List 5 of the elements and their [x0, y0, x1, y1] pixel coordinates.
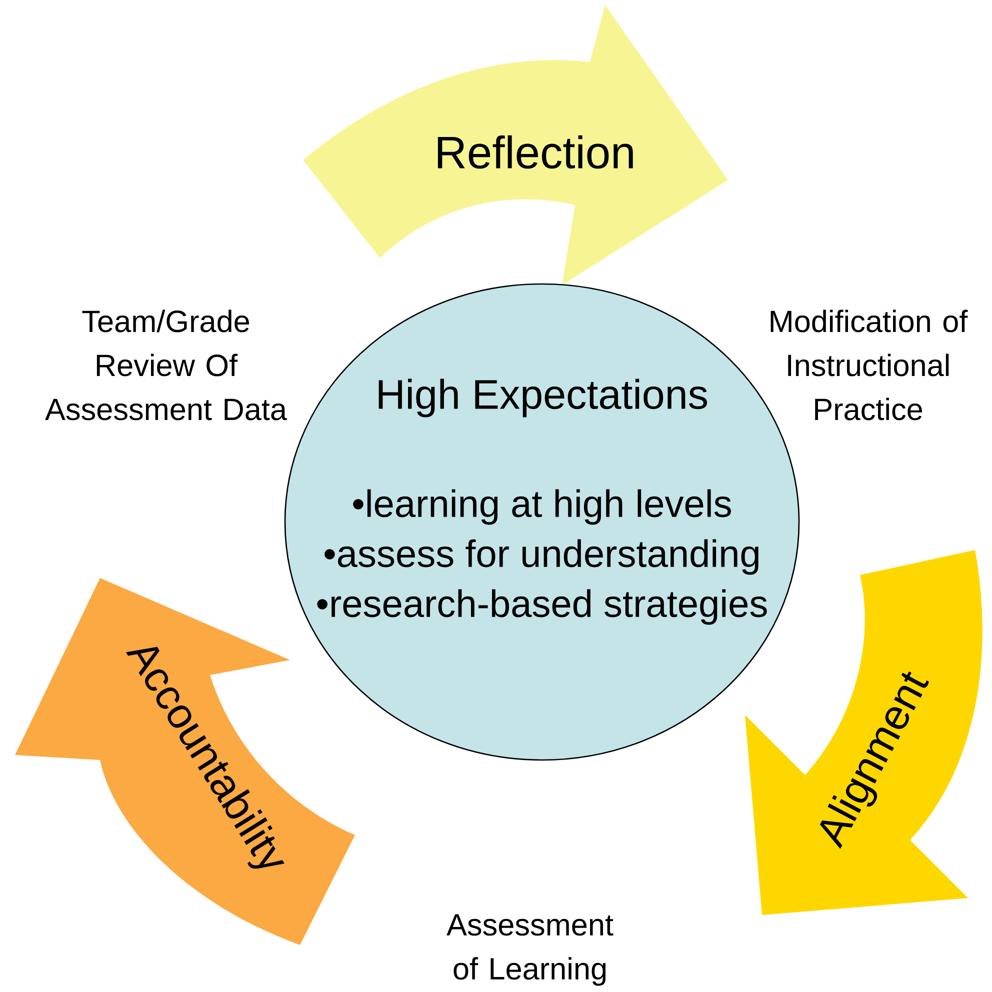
- heading: High Expectations: [378, 378, 707, 418]
- stage-label: Team/Grade Review Of Assessment Data: [45, 310, 287, 420]
- bullet-item: •learning at high levels: [353, 489, 731, 525]
- stage-label: Assessment of Learning: [446, 914, 614, 986]
- stage-label: Modification of Instructional Practice: [770, 310, 968, 420]
